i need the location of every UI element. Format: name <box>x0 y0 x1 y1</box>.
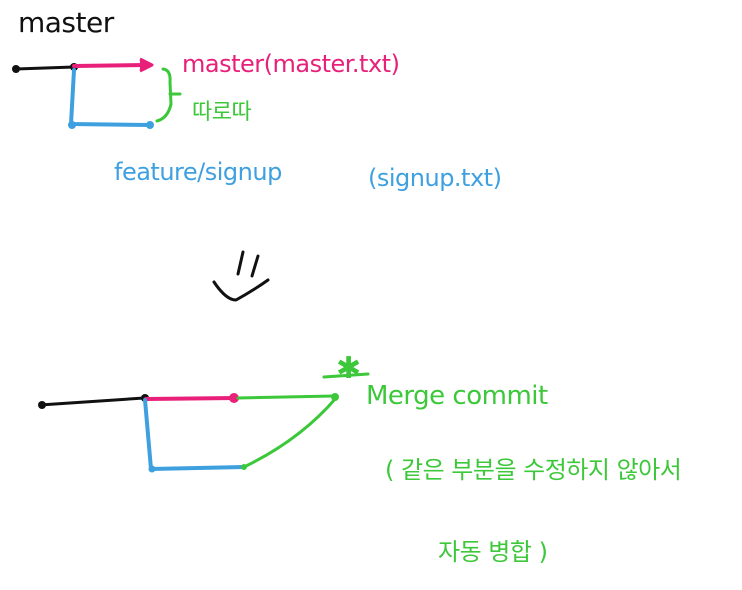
merge-note-line-1: ( 같은 부분을 수정하지 않아서 <box>385 456 681 484</box>
master-base-node <box>12 65 20 73</box>
merged-feature-start-node <box>148 465 156 473</box>
master-base-line <box>14 65 76 71</box>
master-branch-line <box>72 63 148 68</box>
merge-note-line-2: 자동 병합 ) <box>438 538 547 566</box>
merged-master-base-line <box>38 396 146 407</box>
feature-file-label: (signup.txt) <box>368 164 501 192</box>
merge-star-icon: ✱ <box>336 351 361 386</box>
merged-master-commit-node <box>229 393 239 403</box>
equals-stroke-1 <box>236 250 245 276</box>
merge-line-bottom <box>242 396 338 469</box>
merge-commit-node <box>331 393 339 401</box>
branch-title: master <box>18 6 115 39</box>
merged-feature-branch-line <box>143 398 246 471</box>
merge-commit-label: Merge commit <box>366 381 548 411</box>
equals-stroke-2 <box>250 254 260 278</box>
merged-feature-end-node <box>241 464 247 470</box>
merged-base-node <box>38 401 46 409</box>
down-arrow-icon <box>212 278 270 302</box>
feature-branch-label: feature/signup <box>114 158 282 186</box>
master-branch-label: master(master.txt) <box>182 50 399 78</box>
diverge-label: 따로따 <box>192 100 251 125</box>
feature-start-node <box>68 121 76 129</box>
feature-branch-line <box>69 68 152 127</box>
merge-star-underline <box>322 372 370 379</box>
merged-master-branch-line <box>144 396 238 401</box>
feature-end-node <box>146 121 154 129</box>
merge-line-top <box>236 394 336 400</box>
master-branch-arrowhead <box>139 57 154 73</box>
